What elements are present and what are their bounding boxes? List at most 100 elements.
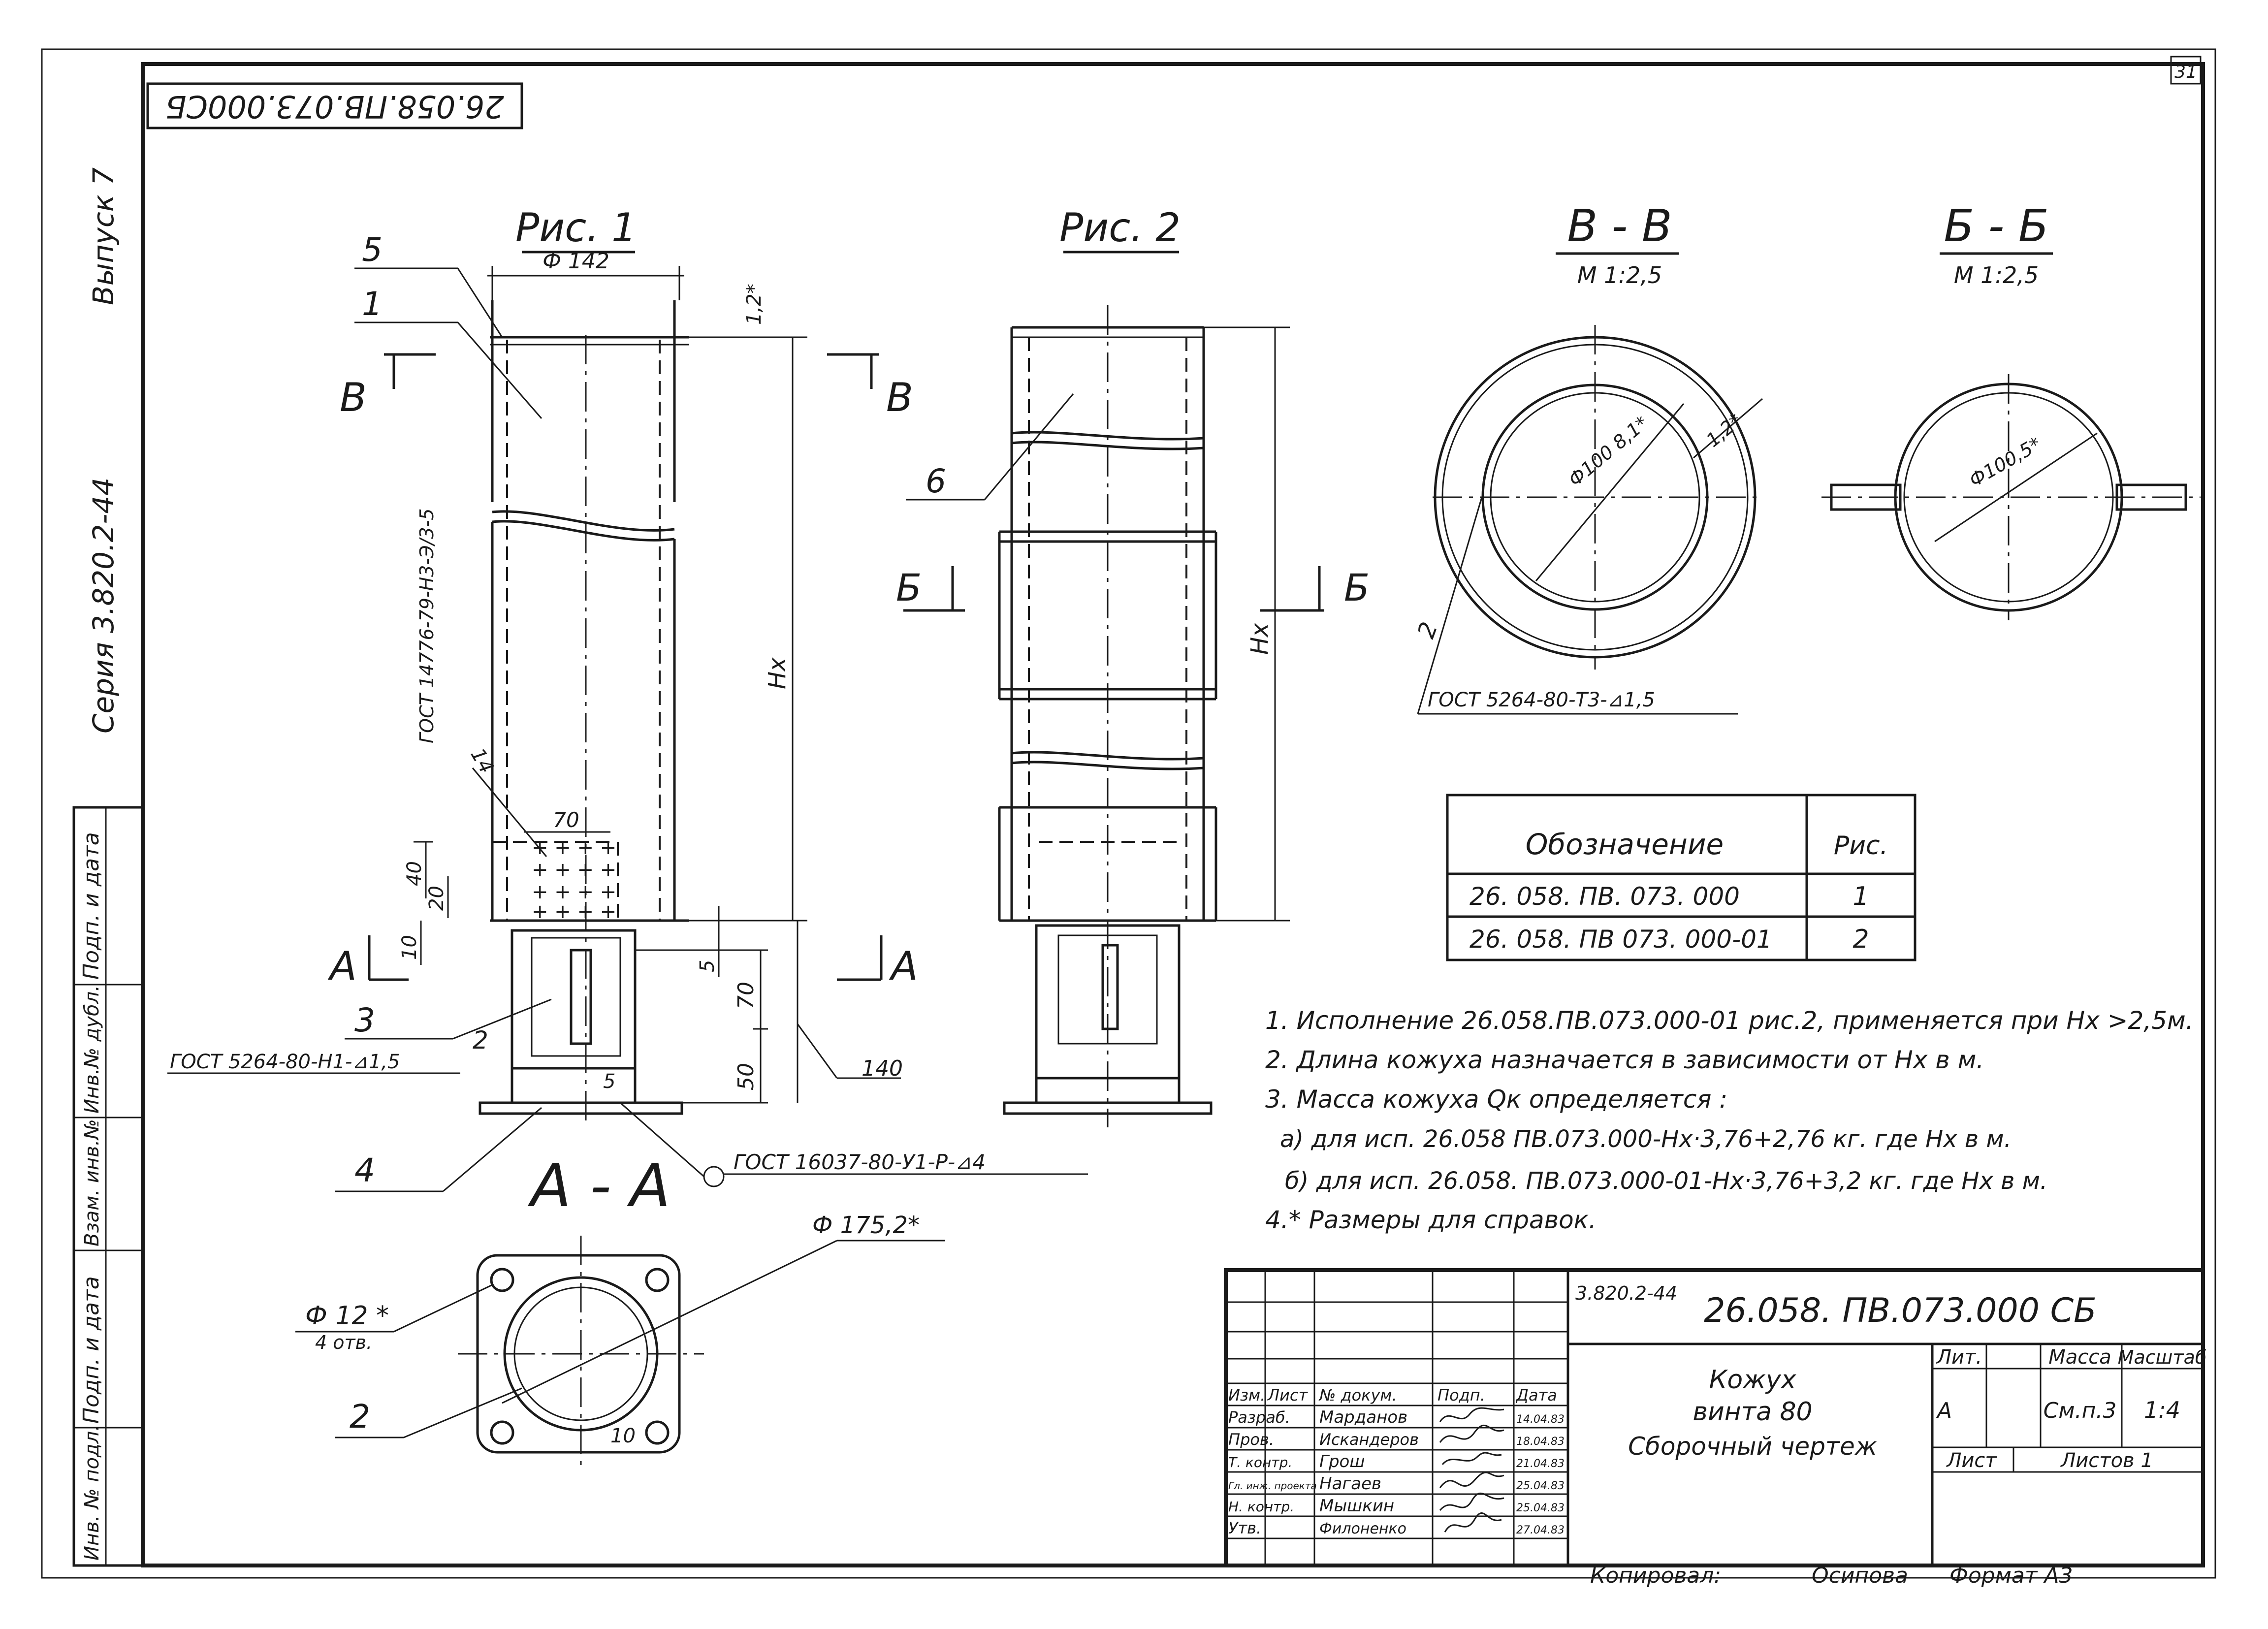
fig1-dim-50: 50: [734, 1063, 759, 1090]
variants-head-designation: Обозначение: [1526, 828, 1724, 861]
variants-row2-designation: 26. 058. ПВ 073. 000-01: [1469, 925, 1772, 954]
secBB2-title: Б - Б: [1944, 200, 2048, 252]
tb-role-5: Н. контр.: [1228, 1499, 1294, 1515]
section-a-a: А - А Ф 175,2* Ф 12 * 4 отв. 2 10: [295, 1152, 945, 1472]
svg-text:+ + + +: + + + +: [532, 836, 616, 859]
signature-5: [1439, 1493, 1504, 1511]
stamp-label-2: Инв.№ дубл.: [81, 985, 103, 1114]
fig2-title: Рис. 2: [1059, 205, 1181, 251]
variants-head-fig: Рис.: [1834, 831, 1888, 861]
fig1-leader-4: 4: [354, 1151, 375, 1189]
tb-head-izm: Изм.: [1228, 1386, 1265, 1405]
signature-3: [1441, 1452, 1502, 1466]
fig2-hx: Hx: [1246, 623, 1274, 655]
tb-role-2: Пров.: [1228, 1430, 1274, 1449]
tb-role-3: Т. контр.: [1228, 1454, 1292, 1470]
top-designation-box: [146, 82, 523, 129]
series-label: Серия 3.820.2-44: [87, 478, 120, 734]
fig1-dim-5a: 5: [696, 960, 719, 972]
fig2-section-b-left: Б: [896, 566, 922, 609]
figure-1: Рис. 1 + + + + + + + + + + + + + + + + Ф…: [167, 205, 1088, 1192]
title-block: 3.820.2-44 26.058. ПВ.073.000 СБ Кожух в…: [1224, 1268, 2206, 1567]
signature-6: [1444, 1512, 1502, 1533]
tb-name-1: Кожух: [1709, 1365, 1796, 1395]
notes: 1. Исполнение 26.058.ПВ.073.000-01 рис.2…: [1265, 1006, 2194, 1234]
fig1-dim-20: 20: [425, 886, 448, 911]
tb-date-6: 27.04.83: [1516, 1524, 1565, 1536]
fig1-section-b-left: В: [340, 375, 367, 420]
copier-name: Осипова: [1812, 1563, 1908, 1588]
figure-2: Рис. 2 6 Б Б: [896, 205, 1370, 1127]
tb-name-row-1: Марданов: [1319, 1407, 1407, 1427]
tb-head-doc: № докум.: [1318, 1386, 1397, 1405]
secAA-leader-2: 2: [350, 1398, 370, 1436]
fig1-hx: Hx: [764, 657, 791, 689]
tb-date-5: 25.04.83: [1516, 1502, 1565, 1514]
fig1-leader-3: 3: [354, 1001, 375, 1039]
fig1-dim-10: 10: [398, 935, 421, 960]
secBB2-scale: М 1:2,5: [1954, 262, 2039, 288]
note-1: 1. Исполнение 26.058.ПВ.073.000-01 рис.2…: [1265, 1006, 2194, 1035]
variants-row1-fig: 1: [1853, 882, 1869, 911]
tb-mass: См.п.3: [2044, 1398, 2117, 1423]
fig1-dim-70v: 70: [734, 982, 759, 1009]
tb-sheet: Лист: [1946, 1449, 1997, 1472]
tb-name-3: Сборочный чертеж: [1628, 1432, 1877, 1461]
tb-date-1: 14.04.83: [1516, 1413, 1565, 1426]
tb-name-2: винта 80: [1693, 1397, 1812, 1427]
fig1-diameter: Ф 142: [543, 249, 609, 274]
tb-role-6: Утв.: [1228, 1519, 1261, 1537]
signature-4: [1439, 1471, 1504, 1488]
tb-col-lit: Лит.: [1936, 1346, 1982, 1369]
fig2-section-b-right: Б: [1344, 566, 1370, 609]
tb-name-row-6: Филоненко: [1319, 1520, 1406, 1537]
fig1-dim-70: 70: [553, 808, 579, 832]
tb-code-small: 3.820.2-44: [1575, 1282, 1677, 1304]
tb-head-list: Лист: [1267, 1386, 1308, 1405]
fig1-section-a-right: А: [889, 943, 918, 989]
fig1-weld-gost-2: ГОСТ 5264-80-Н1-⊿1,5: [170, 1051, 400, 1073]
fig1-leader-2: 2: [473, 1026, 488, 1054]
tb-name-row-2: Искандеров: [1319, 1430, 1419, 1449]
top-designation: 26.058.ПВ.073.000СБ: [165, 89, 504, 125]
tb-name-row-5: Мышкин: [1319, 1496, 1394, 1516]
side-stamps: Подп. и дата Инв.№ дубл. Взам. инв.№ Под…: [72, 806, 144, 1567]
note-3b: б) для исп. 26.058. ПВ.073.000-01-Hx·3,7…: [1285, 1167, 2047, 1195]
secAA-title: А - А: [527, 1152, 671, 1220]
tb-date-3: 21.04.83: [1516, 1458, 1565, 1470]
fig1-dim-40: 40: [403, 861, 426, 886]
outer-border: [41, 48, 2216, 1579]
fig1-dim-5b: 5: [603, 1070, 615, 1093]
format-label: Формат А3: [1949, 1563, 2073, 1588]
issue-label: Выпуск 7: [87, 167, 120, 305]
tb-head-date: Дата: [1515, 1386, 1557, 1405]
fig1-gap: 1,2*: [743, 284, 766, 325]
tb-role-1: Разраб.: [1228, 1408, 1290, 1427]
note-3: 3. Масса кожуха Qк определяется :: [1265, 1085, 1727, 1114]
secAA-dim-10: 10: [610, 1425, 636, 1447]
fig1-leader-1: 1: [362, 285, 383, 323]
fig1-section-a-left: А: [327, 943, 357, 989]
secAA-diameter: Ф 175,2*: [812, 1212, 920, 1239]
tb-col-mass: Масса: [2048, 1346, 2111, 1369]
svg-text:+ + + +: + + + +: [532, 859, 616, 881]
fig1-weld-gost-1: ГОСТ 14776-79-Н3-Э/3-5: [416, 509, 438, 743]
sheet-number-box: [2170, 56, 2202, 85]
fig1-section-b-right: В: [886, 375, 913, 420]
secBB-scale: М 1:2,5: [1577, 262, 1662, 288]
fig1-leader-5: 5: [362, 231, 383, 269]
secBB-gost: ГОСТ 5264-80-Т3-⊿1,5: [1428, 689, 1655, 711]
note-2: 2. Длина кожуха назначается в зависимост…: [1265, 1046, 1984, 1074]
svg-text:+ + + +: + + + +: [532, 900, 616, 923]
secBB-title: В - В: [1567, 200, 1672, 252]
fig2-leader-6: 6: [926, 462, 946, 500]
variants-row1-designation: 26. 058. ПВ. 073. 000: [1469, 882, 1740, 911]
tb-scale: 1:4: [2144, 1397, 2180, 1423]
tb-sheets: Листов 1: [2060, 1449, 2153, 1472]
signature-1: [1439, 1407, 1504, 1422]
note-3a: а) для исп. 26.058 ПВ.073.000-Hx·3,76+2,…: [1280, 1125, 2012, 1153]
stamp-label-4: Подп. и дата: [79, 1276, 104, 1424]
fig1-weld-gost-3: ГОСТ 16037-80-У1-Р-⊿4: [734, 1150, 986, 1174]
copied-label: Копировал:: [1590, 1563, 1721, 1588]
